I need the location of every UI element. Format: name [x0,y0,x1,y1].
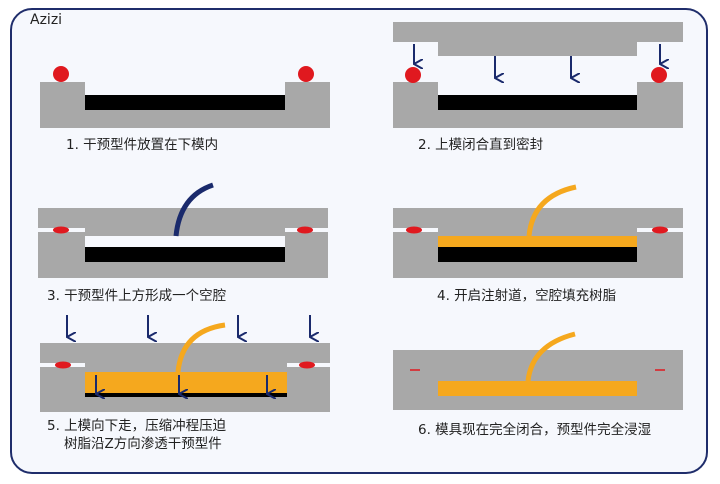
step-4-diagram [393,184,683,278]
step-5-resin [85,372,287,393]
step-4-caption: 4. 开启注射道，空腔填充树脂 [437,288,617,304]
step-4-preform [438,247,637,262]
step-1-diagram [40,66,330,128]
step-5-diagram [40,315,330,412]
step-5-seal-left [55,361,71,369]
step-6-resin [438,381,637,396]
step-2-upper-mold [393,22,683,56]
step-3-seal-right [297,226,313,234]
step-2-preform [438,95,637,110]
step-2-diagram [393,22,683,128]
step-4-lower-mold [393,232,683,278]
step-5-caption-line2: 树脂沿Z方向渗透干预型件 [64,436,222,452]
step-3-injection-channel [173,182,214,237]
step-1-caption: 1. 干预型件放置在下模内 [66,137,219,153]
step-3-lower-mold [38,232,328,278]
step-2-caption: 2. 上模闭合直到密封 [418,137,544,153]
step-2-seal-left [405,67,421,83]
step-3-seal-left [53,226,69,234]
step-5-seal-right [299,361,315,369]
step-2-arrows [413,44,660,78]
step-3-preform [85,247,285,262]
step-4-seal-left [406,226,422,234]
step-5-arrows-inner [95,375,267,394]
step-6-upper-mold [393,350,683,370]
step-5-caption-line1: 5. 上模向下走，压缩冲程压迫 [47,418,227,434]
step-4-injection-channel [526,184,577,237]
step-5-upper-mold [40,343,330,372]
step-1-preform [85,95,285,110]
brand-label: Azizi [30,12,63,28]
step-1-lower-mold [40,82,330,128]
step-5-lower-mold [40,367,330,412]
step-2-seal-right [651,67,667,83]
step-4-resin [438,236,637,247]
step-6-caption: 6. 模具现在完全闭合，预型件完全浸湿 [418,422,652,438]
step-5-arrows-top [66,315,310,337]
step-3-caption: 3. 干预型件上方形成一个空腔 [47,288,227,304]
step-2-lower-mold [393,82,683,128]
step-4-seal-right [652,226,668,234]
step-3-upper-mold [38,208,328,236]
step-5-preform [85,393,287,397]
step-1-seal-right [298,66,314,82]
step-5-injection-channel [175,322,226,373]
step-6-diagram [393,331,683,410]
step-3-diagram [38,182,328,278]
step-1-seal-left [53,66,69,82]
step-4-upper-mold [393,208,683,236]
step-6-injection-channel [525,331,576,382]
